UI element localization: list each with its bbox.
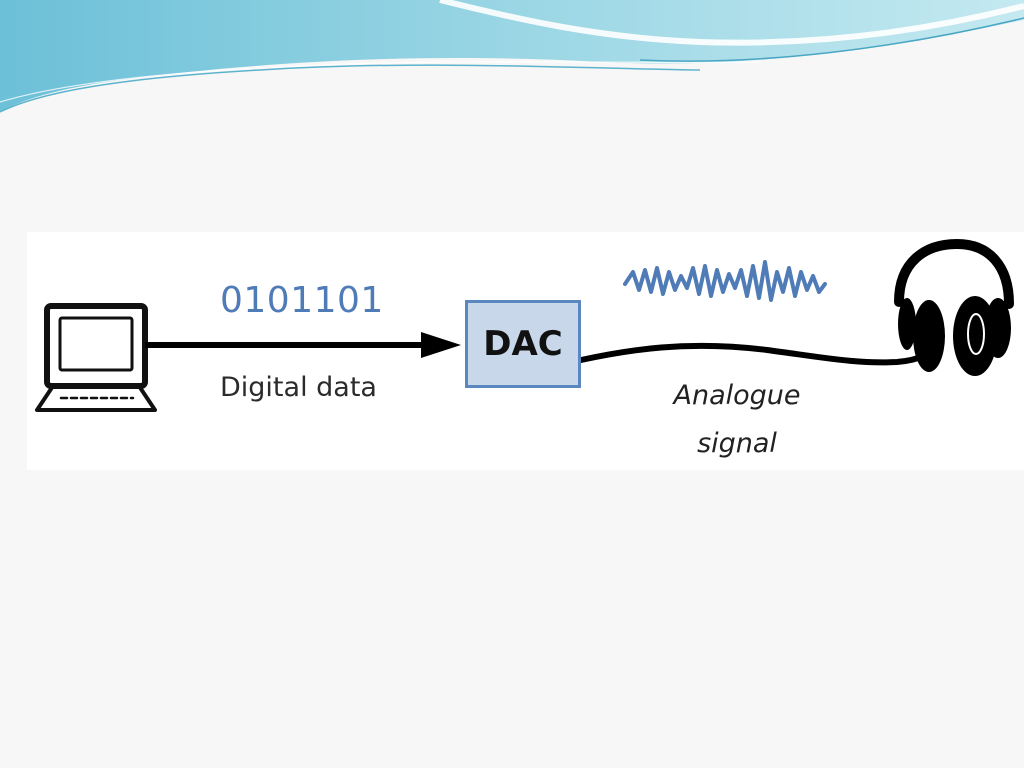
- arrowhead: [421, 332, 461, 358]
- banner-swoosh: [0, 0, 1024, 113]
- computer-icon: [35, 303, 157, 412]
- analogue-cable: [578, 342, 942, 366]
- binary-value: 0101101: [220, 280, 384, 321]
- dac-diagram: 0101101 Digital data DAC Analogue signal: [27, 232, 1024, 470]
- analogue-label-line2: signal: [697, 428, 777, 459]
- dac-label: DAC: [483, 324, 563, 364]
- wave-icon: [623, 260, 827, 302]
- analogue-label-line1: Analogue: [673, 380, 801, 411]
- analogue-signal-label: Analogue signal: [637, 372, 837, 468]
- digital-data-label: Digital data: [220, 372, 377, 403]
- headphones-icon: [894, 238, 1014, 376]
- dac-box: DAC: [465, 300, 581, 388]
